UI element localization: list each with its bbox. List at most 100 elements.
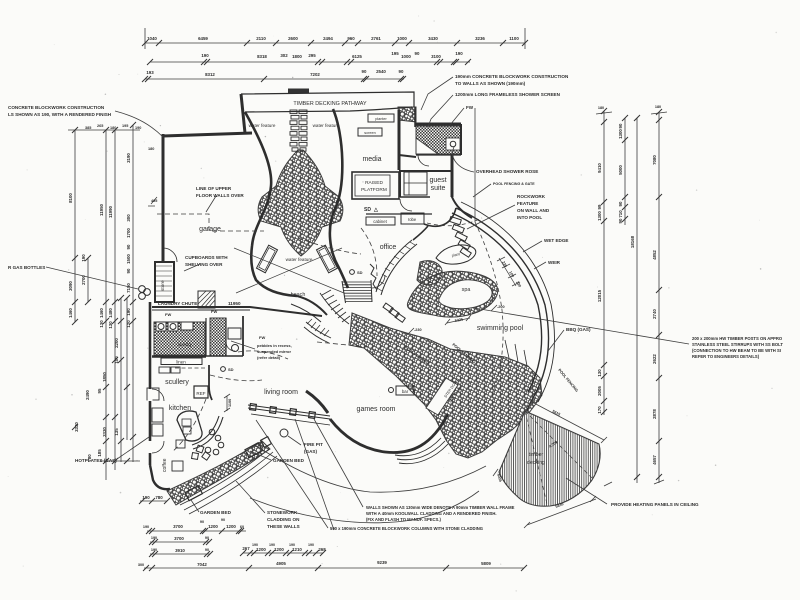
svg-text:coffee: coffee <box>162 458 168 472</box>
svg-text:3236: 3236 <box>475 36 485 41</box>
svg-text:cabinet: cabinet <box>373 219 387 224</box>
svg-text:170: 170 <box>597 406 602 414</box>
svg-text:spa: spa <box>462 287 471 293</box>
svg-text:PROVIDE HEATING PANELS IN CEIL: PROVIDE HEATING PANELS IN CEILING <box>611 502 699 507</box>
svg-text:water feature: water feature <box>286 257 313 262</box>
svg-text:2540: 2540 <box>376 69 386 74</box>
svg-text:190: 190 <box>126 308 131 316</box>
svg-text:60: 60 <box>240 525 244 529</box>
svg-text:plant: plant <box>451 252 461 258</box>
svg-text:90: 90 <box>205 536 209 540</box>
svg-text:△: △ <box>373 207 378 213</box>
svg-text:265: 265 <box>97 124 103 128</box>
svg-text:(CONNECTION TO HW BEAM TO BE W: (CONNECTION TO HW BEAM TO BE WITH SI <box>692 348 781 353</box>
svg-text:1200: 1200 <box>274 547 284 552</box>
svg-text:bar: bar <box>402 389 409 394</box>
svg-text:2761: 2761 <box>371 36 381 41</box>
svg-text:TO WALLS AS SHOWN (190mm): TO WALLS AS SHOWN (190mm) <box>455 81 526 86</box>
svg-text:3700: 3700 <box>173 524 183 529</box>
svg-text:robe: robe <box>408 217 417 222</box>
svg-text:2740: 2740 <box>652 309 657 319</box>
svg-text:planter: planter <box>375 117 387 121</box>
svg-text:190: 190 <box>252 543 258 547</box>
svg-text:GARDEN BED: GARDEN BED <box>200 510 232 515</box>
svg-text:18168: 18168 <box>630 235 635 248</box>
svg-text:100: 100 <box>114 356 119 364</box>
svg-text:7080: 7080 <box>652 155 657 165</box>
svg-text:store: store <box>160 280 166 291</box>
svg-text:230: 230 <box>501 261 508 268</box>
svg-text:PLATFORM: PLATFORM <box>361 187 387 193</box>
svg-text:190: 190 <box>142 495 150 500</box>
svg-text:2110: 2110 <box>256 36 266 41</box>
svg-text:135: 135 <box>114 428 119 436</box>
svg-text:3430: 3430 <box>428 36 438 41</box>
svg-text:living room: living room <box>264 389 298 396</box>
svg-text:1500: 1500 <box>126 254 131 264</box>
svg-text:1200: 1200 <box>256 547 266 552</box>
svg-text:kitchen: kitchen <box>169 405 191 412</box>
svg-text:180: 180 <box>148 147 154 151</box>
svg-text:3190: 3190 <box>126 153 131 163</box>
svg-text:swimming pool: swimming pool <box>477 325 524 332</box>
svg-text:linen: linen <box>176 360 186 365</box>
svg-text:180: 180 <box>655 105 661 109</box>
svg-text:(GAS): (GAS) <box>304 449 317 454</box>
svg-text:90: 90 <box>415 51 420 56</box>
svg-text:SD: SD <box>228 367 234 372</box>
svg-text:decking: decking <box>527 460 545 466</box>
svg-text:590 x 190mm CONCRETE BLOCKWORK: 590 x 190mm CONCRETE BLOCKWORK COLUMNS W… <box>330 526 483 531</box>
svg-text:(FIX AND FLASH TO MANUF. SPECS: (FIX AND FLASH TO MANUF. SPECS.) <box>366 517 442 522</box>
svg-text:130: 130 <box>99 320 104 328</box>
svg-text:2200: 2200 <box>114 338 119 348</box>
svg-text:230: 230 <box>515 281 522 288</box>
svg-text:190: 190 <box>455 51 463 56</box>
svg-text:300: 300 <box>126 214 131 222</box>
svg-text:3330: 3330 <box>102 427 107 437</box>
svg-text:2600: 2600 <box>288 36 298 41</box>
svg-text:780: 780 <box>87 454 92 462</box>
svg-text:4657: 4657 <box>652 455 657 465</box>
svg-text:1200mm LONG FRAMELESS SHOWER S: 1200mm LONG FRAMELESS SHOWER SCREEN <box>455 92 561 97</box>
svg-text:7202: 7202 <box>310 72 320 77</box>
svg-text:90: 90 <box>221 518 225 522</box>
svg-text:ROCKWORK: ROCKWORK <box>517 194 546 199</box>
svg-text:FW: FW <box>259 335 265 340</box>
svg-text:90: 90 <box>362 69 367 74</box>
svg-text:media: media <box>362 156 381 163</box>
svg-text:WITH A 40mm KOOLWALL CLADDING: WITH A 40mm KOOLWALL CLADDING AND A REND… <box>366 511 497 516</box>
svg-text:-200: -200 <box>497 305 505 309</box>
svg-text:SD: SD <box>364 207 371 213</box>
svg-text:R GAS BOTTLES: R GAS BOTTLES <box>8 265 45 270</box>
svg-text:6125: 6125 <box>352 54 362 59</box>
svg-text:1460: 1460 <box>68 308 73 318</box>
svg-text:2622: 2622 <box>652 354 657 364</box>
svg-text:195: 195 <box>391 51 399 56</box>
svg-text:90: 90 <box>200 520 204 524</box>
svg-text:suite: suite <box>431 185 446 192</box>
svg-text:REF: REF <box>196 391 205 396</box>
svg-text:office: office <box>380 244 397 251</box>
svg-text:SHELVING OVER: SHELVING OVER <box>185 262 223 267</box>
svg-text:90: 90 <box>618 123 623 128</box>
svg-text:2005: 2005 <box>597 386 602 396</box>
svg-text:90: 90 <box>126 268 131 273</box>
svg-text:LS SHOWN AS 190, WITH A RENDER: LS SHOWN AS 190, WITH A RENDERED FINISH <box>8 112 112 117</box>
svg-text:495: 495 <box>151 199 157 203</box>
svg-text:200 x 200mm HW TIMBER POSTS ON: 200 x 200mm HW TIMBER POSTS ON APPRO <box>692 336 783 341</box>
svg-text:90: 90 <box>126 244 131 249</box>
svg-text:99: 99 <box>597 204 602 209</box>
svg-text:385: 385 <box>85 126 91 130</box>
svg-text:780: 780 <box>155 495 163 500</box>
svg-text:190: 190 <box>135 126 141 130</box>
svg-text:95: 95 <box>97 388 102 393</box>
svg-text:GARDEN BED: GARDEN BED <box>273 458 305 463</box>
svg-text:100: 100 <box>508 271 515 278</box>
svg-text:6459: 6459 <box>198 36 208 41</box>
svg-text:scullery: scullery <box>165 379 189 386</box>
svg-text:games room: games room <box>357 406 396 413</box>
svg-text:1700: 1700 <box>126 228 131 238</box>
svg-text:1000: 1000 <box>401 54 411 59</box>
svg-text:130: 130 <box>108 321 113 329</box>
svg-text:120: 120 <box>126 320 131 328</box>
